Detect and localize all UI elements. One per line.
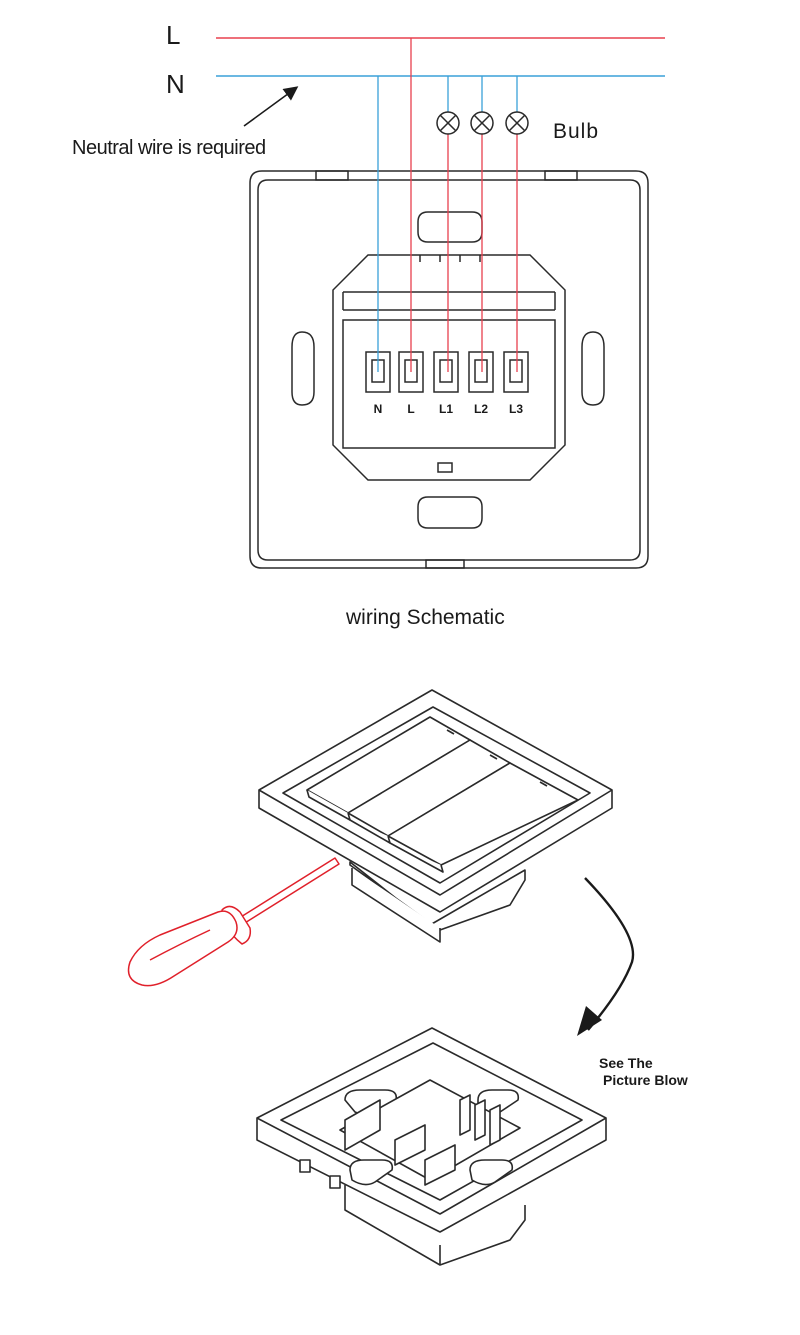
screwdriver-icon: [127, 857, 340, 987]
bulb-icons: [436, 111, 529, 135]
terminal-l3: [503, 351, 529, 393]
neutral-note-arrow: [243, 86, 299, 127]
switch-assembled: [258, 689, 613, 943]
bulb-label: Bulb: [553, 120, 600, 143]
bulb-icon-3: [505, 111, 529, 135]
curved-arrow-icon: [584, 877, 635, 1031]
terminal-label-n: N: [373, 402, 383, 416]
bulb-icon-1: [436, 111, 460, 135]
terminal-blocks: [365, 351, 529, 393]
neutral-note: Neutral wire is required: [72, 137, 266, 159]
switch-opened: [256, 1027, 607, 1266]
switch-backplate: [249, 170, 649, 569]
bulb-icon-2: [470, 111, 494, 135]
curved-arrow-head: [577, 1006, 602, 1036]
terminal-label-l: L: [407, 402, 415, 416]
neutral-label: N: [166, 69, 185, 99]
terminal-label-l3: L3: [508, 402, 523, 416]
schematic-caption: wiring Schematic: [346, 606, 505, 629]
terminal-label-l2: L2: [473, 402, 488, 416]
see-picture-note-line1: See The: [599, 1055, 653, 1071]
line-label: L: [166, 20, 181, 50]
see-picture-note-line2: Picture Blow: [603, 1072, 688, 1088]
terminal-label-l1: L1: [438, 402, 453, 416]
terminal-l2: [468, 351, 494, 393]
terminal-l1: [433, 351, 459, 393]
